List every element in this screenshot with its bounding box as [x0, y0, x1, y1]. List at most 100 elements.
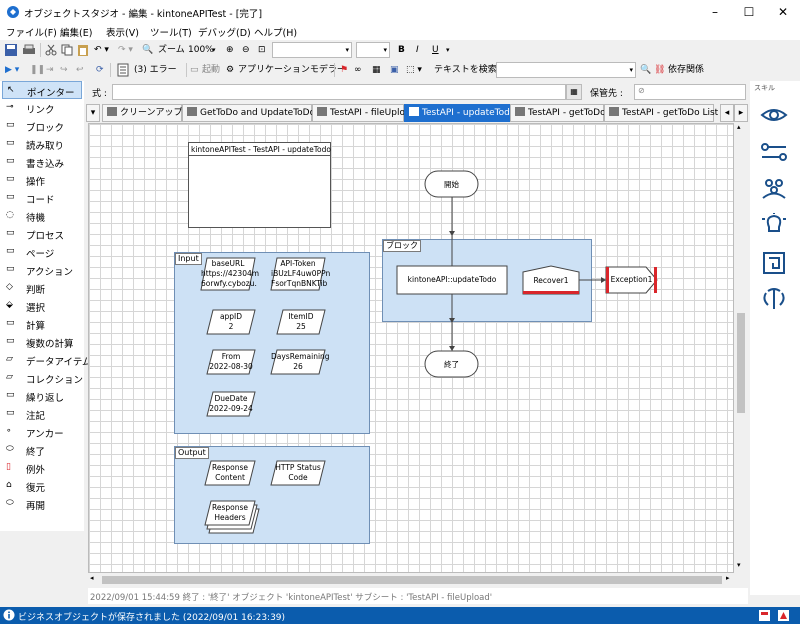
tab-updatetodo[interactable]: TestAPI - updateTodo: [404, 104, 515, 122]
maze-icon[interactable]: [762, 251, 786, 275]
minimize-button[interactable]: –: [712, 5, 718, 19]
diagram-canvas[interactable]: kintoneAPITest - TestAPI - updateTodo In…: [88, 123, 734, 573]
zoom-in-icon[interactable]: ⊕: [226, 45, 234, 55]
vertical-scroll-thumb[interactable]: [737, 313, 745, 413]
people-icon[interactable]: [760, 177, 788, 199]
zoom-value[interactable]: 100%: [188, 45, 214, 55]
end-stage[interactable]: [424, 350, 479, 378]
palette-item-navigate[interactable]: ▭操作: [6, 174, 46, 188]
output-region[interactable]: Output: [174, 446, 370, 544]
menu-help[interactable]: ヘルプ(H): [254, 28, 298, 39]
print-icon[interactable]: [22, 43, 36, 57]
palette-item-wait[interactable]: ◌待機: [6, 210, 46, 224]
grid-icon[interactable]: ▦: [372, 65, 381, 75]
scroll-up-icon[interactable]: ▴: [737, 123, 741, 131]
palette-item-write[interactable]: ▭書き込み: [6, 156, 65, 170]
run-icon[interactable]: ▶ ▾: [5, 65, 20, 75]
palette-item-recover[interactable]: ⌂復元: [6, 480, 46, 494]
scroll-down-icon[interactable]: ▾: [737, 561, 741, 569]
search-text-input[interactable]: ▾: [496, 62, 636, 78]
tab-fileupload[interactable]: TestAPI - fileUpload: [312, 104, 416, 122]
palette-item-multi-calc[interactable]: ▭複数の計算: [6, 336, 74, 350]
save-status-icon[interactable]: [758, 609, 771, 622]
palette-item-read[interactable]: ▭読み取り: [6, 138, 65, 152]
copy-icon[interactable]: [60, 43, 74, 57]
workflow-icon[interactable]: [760, 141, 788, 163]
horizontal-scrollbar[interactable]: ◂ ▸: [88, 573, 748, 587]
brain-icon[interactable]: [760, 287, 788, 311]
zoom-out-icon[interactable]: ⊖: [242, 45, 250, 55]
window-icon[interactable]: ▣: [390, 65, 399, 75]
menu-view[interactable]: 表示(V): [106, 28, 139, 39]
collection-response-headers[interactable]: [204, 500, 256, 526]
paste-icon[interactable]: [76, 43, 90, 57]
data-item-http-status[interactable]: [270, 460, 326, 486]
recover-stage[interactable]: [522, 265, 580, 295]
menu-edit[interactable]: 編集(E): [60, 28, 93, 39]
action-stage[interactable]: [396, 265, 508, 295]
cut-icon[interactable]: [44, 43, 58, 57]
lightbulb-icon[interactable]: [760, 213, 788, 237]
undo-icon[interactable]: ↶ ▾: [94, 45, 109, 55]
glasses-icon[interactable]: ∞: [354, 65, 362, 75]
palette-item-block[interactable]: ▭ブロック: [6, 120, 65, 134]
font-combo[interactable]: ▾: [272, 42, 352, 58]
pause-icon[interactable]: ❚❚: [30, 65, 46, 75]
data-item-itemid[interactable]: [276, 309, 326, 335]
scroll-left-icon[interactable]: ◂: [90, 574, 94, 582]
italic-button[interactable]: I: [416, 45, 419, 55]
vertical-scrollbar[interactable]: ▴ ▾: [734, 123, 748, 573]
flag-icon[interactable]: ⚑: [340, 65, 349, 75]
data-item-from[interactable]: [206, 349, 256, 375]
menu-debug[interactable]: デバッグ(D): [198, 28, 251, 39]
dependency-button[interactable]: 依存関係: [668, 65, 705, 75]
warning-status-icon[interactable]: [777, 609, 790, 622]
font-size-combo[interactable]: ▾: [356, 42, 390, 58]
data-item-api-token[interactable]: [270, 257, 326, 291]
palette-item-code[interactable]: ▭コード: [6, 192, 55, 206]
palette-item-link[interactable]: ⊸リンク: [6, 102, 55, 116]
palette-item-choice[interactable]: ⬙選択: [6, 300, 46, 314]
tab-gettodo-updatetodo[interactable]: GetToDo and UpdateToDo: [182, 104, 315, 122]
save-icon[interactable]: [4, 43, 18, 57]
step-over-icon[interactable]: ↪: [60, 65, 68, 75]
search-icon[interactable]: 🔍: [640, 65, 652, 75]
close-button[interactable]: ✕: [777, 5, 789, 19]
palette-item-page[interactable]: ▭ページ: [6, 246, 55, 260]
palette-item-end[interactable]: ⬭終了: [6, 444, 46, 458]
palette-item-calculation[interactable]: ▭計算: [6, 318, 46, 332]
bold-button[interactable]: B: [398, 45, 405, 55]
palette-item-data-item[interactable]: ▱データアイテム: [6, 354, 92, 368]
tab-gettodo[interactable]: TestAPI - getToDo: [510, 104, 606, 122]
tab-scroll-left[interactable]: ◂: [720, 104, 734, 122]
palette-item-note[interactable]: ▭注記: [6, 408, 46, 422]
errors-button[interactable]: (3) エラー: [134, 65, 177, 75]
step-out-icon[interactable]: ↩: [76, 65, 84, 75]
scroll-right-icon[interactable]: ▸: [726, 574, 730, 582]
expression-input[interactable]: [112, 84, 566, 100]
tab-scroll-right[interactable]: ▸: [734, 104, 748, 122]
horizontal-scroll-thumb[interactable]: [102, 576, 722, 584]
palette-item-resume[interactable]: ⬭再開: [6, 498, 46, 512]
select-icon[interactable]: ⬚ ▾: [406, 65, 422, 75]
tab-cleanup[interactable]: クリーンアップ: [102, 104, 183, 122]
data-item-daysremaining[interactable]: [270, 349, 326, 375]
palette-item-pointer[interactable]: ↖ポインター: [2, 81, 82, 99]
tab-gettodo-list[interactable]: TestAPI - getToDo List: [604, 104, 718, 122]
palette-item-anchor[interactable]: ∘アンカー: [6, 426, 64, 440]
palette-item-collection[interactable]: ▱コレクション: [6, 372, 84, 386]
fit-icon[interactable]: ⊡: [258, 45, 266, 55]
menu-file[interactable]: ファイル(F): [6, 28, 57, 39]
app-modeler-button[interactable]: アプリケーションモデラー: [238, 65, 346, 75]
step-icon[interactable]: ⇥: [46, 65, 54, 75]
underline-button[interactable]: U: [432, 45, 439, 55]
palette-item-action[interactable]: ▭アクション: [6, 264, 74, 278]
palette-item-loop[interactable]: ▭繰り返し: [6, 390, 65, 404]
palette-item-process[interactable]: ▭プロセス: [6, 228, 65, 242]
palette-item-exception[interactable]: ▯例外: [6, 462, 46, 476]
launch-button[interactable]: 起動: [202, 65, 221, 75]
maximize-button[interactable]: ☐: [743, 5, 755, 19]
eye-icon[interactable]: [760, 105, 788, 125]
refresh-icon[interactable]: ⟳: [96, 65, 104, 75]
tab-list-dropdown[interactable]: ▾: [86, 104, 100, 122]
